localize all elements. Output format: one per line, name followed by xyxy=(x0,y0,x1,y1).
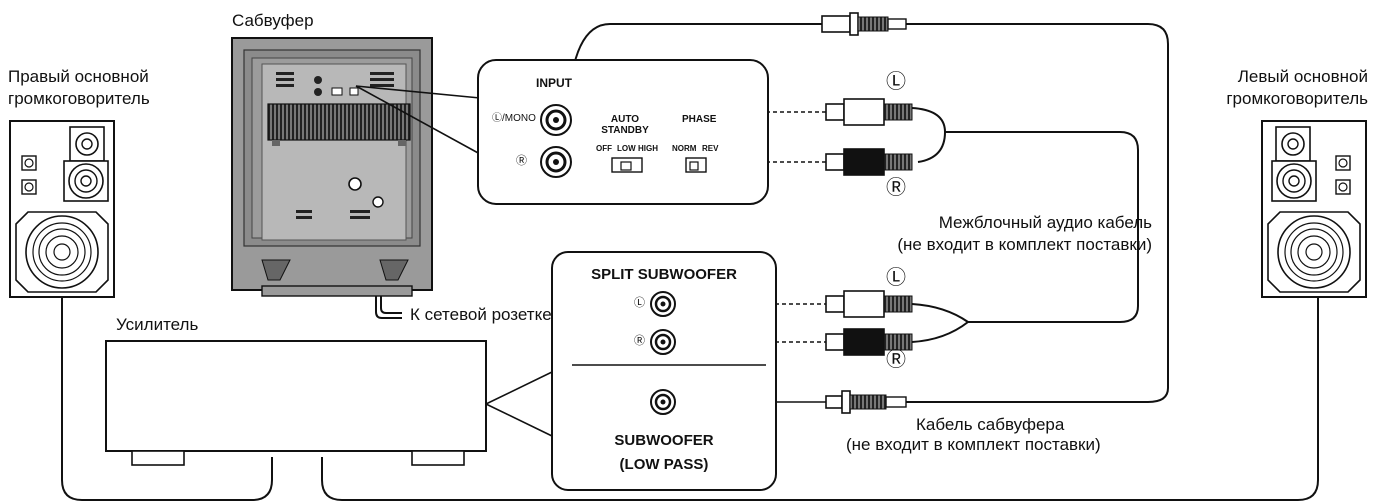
panel-high-label: HIGH xyxy=(638,144,658,153)
subwoofer-out-label-line1: SUBWOOFER xyxy=(614,432,714,449)
rca-plug-r-top xyxy=(825,148,913,176)
amp-r-label: Ⓡ xyxy=(634,335,645,347)
amplifier-panel-inset xyxy=(551,251,777,491)
interconnect-loop xyxy=(945,131,1139,323)
rca-plugs xyxy=(808,12,913,414)
panel-r-label: Ⓡ xyxy=(516,155,527,167)
subwoofer-cable-label-line2: (не входит в комплект поставки) xyxy=(846,435,1101,454)
right-speaker-label-line1: Правый основной xyxy=(8,67,149,86)
subwoofer-unit xyxy=(231,37,481,297)
rca-plug-sub-bottom xyxy=(825,390,907,414)
rca-plug-sub-top xyxy=(808,12,907,36)
right-speaker-wire xyxy=(61,297,273,501)
plug-marker-l-bottom: Ⓛ xyxy=(886,267,906,289)
subwoofer-label: Сабвуфер xyxy=(232,11,314,30)
interconnect-y-bottom xyxy=(911,303,970,343)
left-speaker xyxy=(1261,120,1367,298)
rca-plug-l-bottom xyxy=(825,290,913,318)
rca-plug-l-top xyxy=(825,98,913,126)
power-cable-b xyxy=(380,200,402,314)
subwoofer-cable-label-line1: Кабель сабвуфера xyxy=(916,415,1065,434)
left-speaker-label-line2: громкоговоритель xyxy=(1226,89,1368,108)
panel-rev-label: REV xyxy=(702,144,719,153)
plug-marker-r-bottom: Ⓡ xyxy=(886,349,906,371)
panel-norm-label: NORM xyxy=(672,144,697,153)
split-subwoofer-label: SPLIT SUBWOOFER xyxy=(591,266,737,283)
subwoofer-panel-inset xyxy=(477,59,769,205)
power-outlet-label: К сетевой розетке xyxy=(410,305,552,324)
amplifier-unit xyxy=(105,340,553,466)
right-speaker-label-line2: громкоговоритель xyxy=(8,89,150,108)
interconnect-cable-label-line2: (не входит в комплект поставки) xyxy=(897,235,1152,254)
left-speaker-wire xyxy=(321,297,1319,501)
amp-l-label: Ⓛ xyxy=(634,297,645,309)
interconnect-cable-label-line1: Межблочный аудио кабель xyxy=(938,213,1152,232)
rca-plug-r-bottom xyxy=(825,328,913,356)
panel-off-label: OFF xyxy=(596,144,612,153)
panel-standby-label: STANDBY xyxy=(601,125,649,136)
panel-low-label: LOW xyxy=(617,144,636,153)
panel-auto-label: AUTO xyxy=(610,114,640,125)
power-cable-a xyxy=(375,200,402,319)
plug-marker-r-top: Ⓡ xyxy=(886,177,906,199)
plug-marker-l-top: Ⓛ xyxy=(886,71,906,93)
amplifier-label: Усилитель xyxy=(116,315,199,334)
panel-l-mono-label: Ⓛ/MONO xyxy=(492,113,536,124)
left-speaker-label-line1: Левый основной xyxy=(1237,67,1368,86)
panel-input-label: INPUT xyxy=(536,76,572,90)
panel-phase-label: PHASE xyxy=(682,114,717,125)
subwoofer-cable-loop xyxy=(905,23,1169,403)
right-speaker xyxy=(9,120,115,298)
subwoofer-out-label-line2: (LOW PASS) xyxy=(619,456,709,473)
interconnect-y-top xyxy=(911,107,947,163)
